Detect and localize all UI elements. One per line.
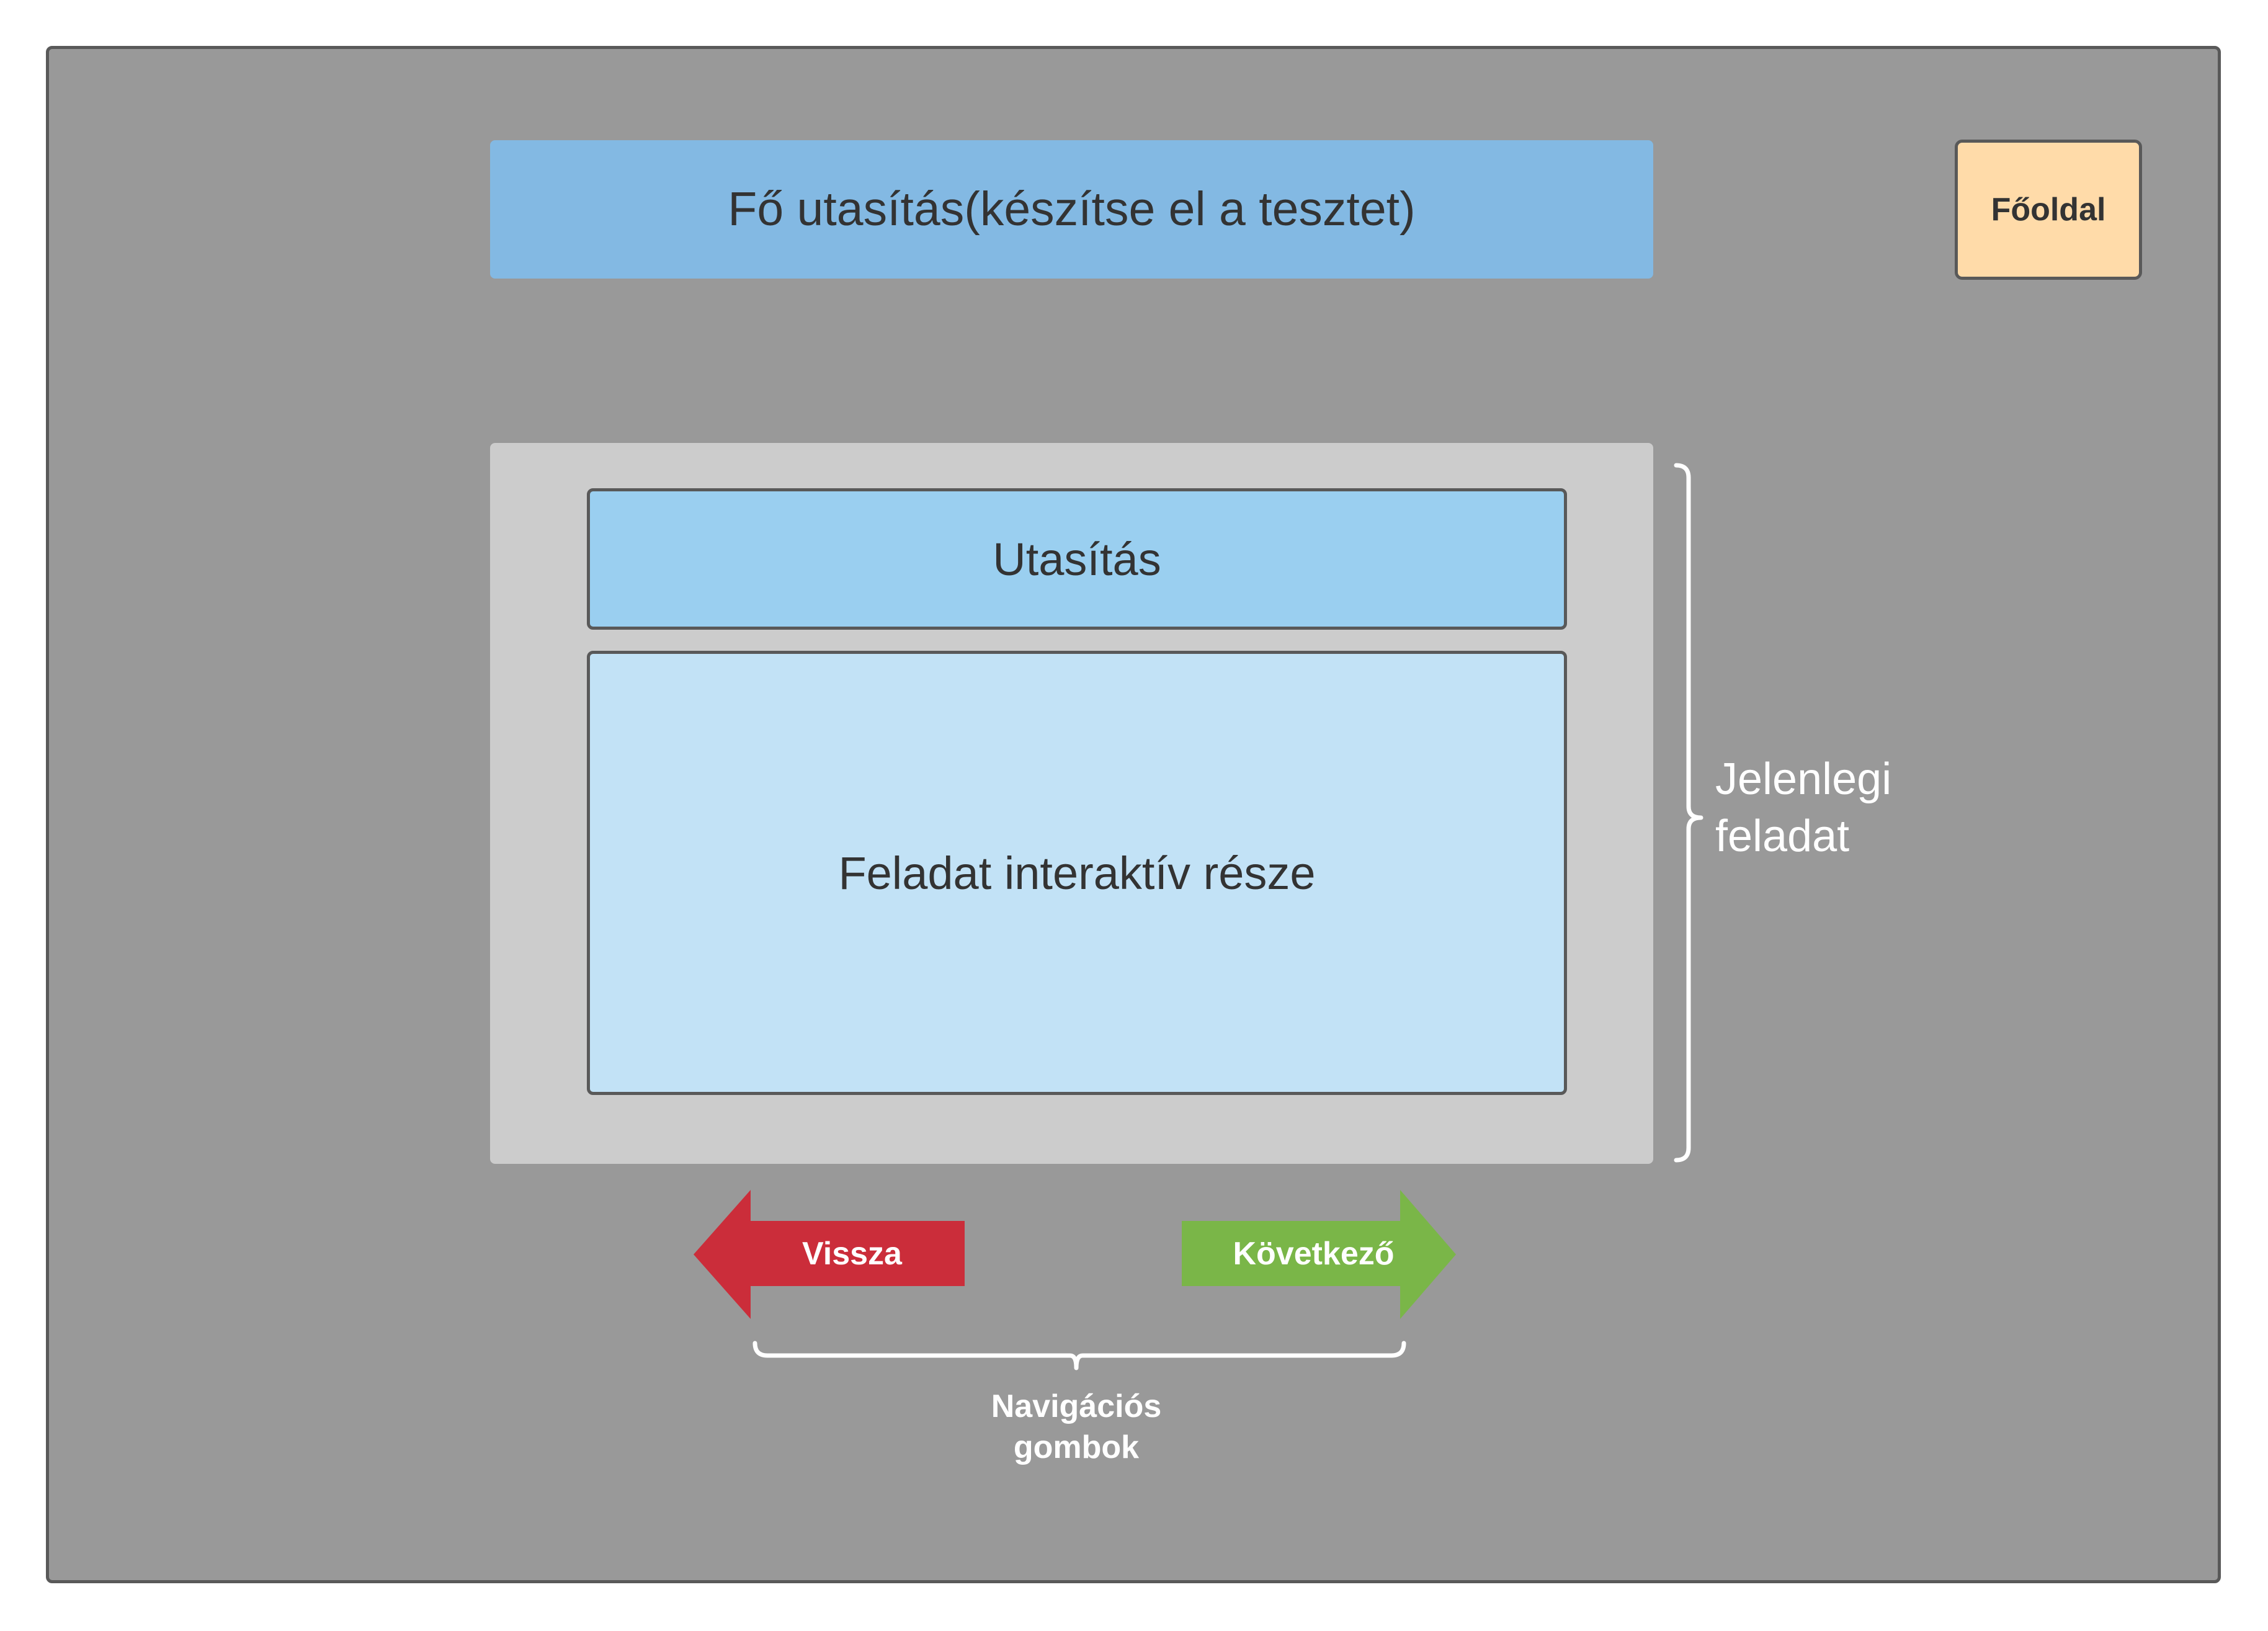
home-button-label: Főoldal [1991,192,2106,228]
back-button[interactable] [694,1190,967,1319]
task-instruction-box: Utasítás [587,488,1567,630]
next-arrow-shape[interactable] [1182,1190,1456,1319]
main-instruction-label: Fő utasítás(készítse el a tesztet) [728,182,1416,236]
home-button[interactable]: Főoldal [1955,140,2142,280]
main-instruction-banner: Fő utasítás(készítse el a tesztet) [490,140,1653,279]
current-task-label-line1: Jelenlegi [1715,754,1892,804]
next-button[interactable] [1182,1190,1458,1319]
back-arrow-shape[interactable] [694,1190,965,1319]
navigation-caption-line2: gombok [1013,1429,1140,1465]
task-interactive-area[interactable]: Feladat interaktív része [587,651,1567,1095]
current-task-label-line2: feladat [1715,811,1850,861]
navigation-caption-line1: Navigációs [991,1388,1162,1424]
current-task-brace [1674,463,1703,1163]
current-task-label: Jelenlegi feladat [1715,751,1891,865]
task-instruction-label: Utasítás [993,533,1161,585]
navigation-brace [752,1341,1406,1370]
navigation-caption: Navigációs gombok [921,1386,1231,1468]
task-interactive-label: Feladat interaktív része [838,847,1316,899]
